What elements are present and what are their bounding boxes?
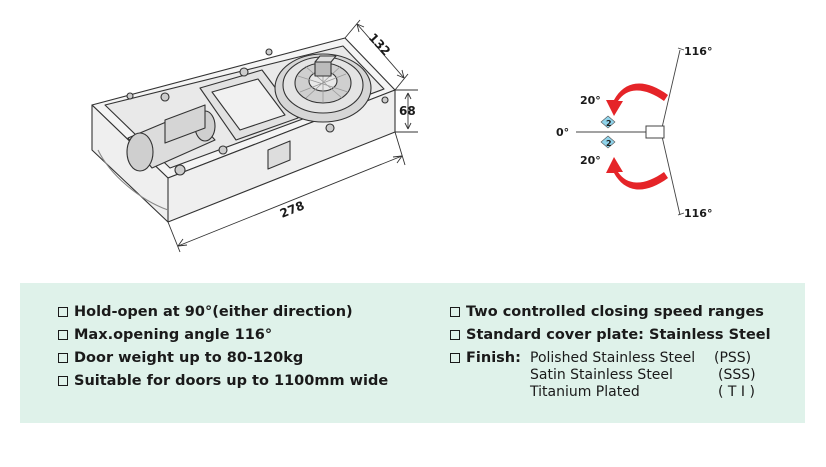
spec-left-1: Hold-open at 90°(either direction)	[58, 303, 353, 321]
dimension-lines	[167, 19, 418, 253]
finish-option-name-3: Titanium Plated	[530, 384, 640, 400]
dimension-length-label: 278	[278, 198, 306, 220]
checkbox-icon	[58, 376, 68, 386]
pivot-block	[645, 125, 665, 139]
lower-closing-arrow	[606, 157, 668, 190]
checkbox-icon	[450, 330, 460, 340]
technical-drawing: 278 132 68 2 2 116° 20° 0° 20° 116°	[91, 19, 712, 253]
spec-finish: Finish:	[450, 349, 521, 367]
dimension-width-label: 132	[366, 30, 393, 58]
angle-label-upper-hold: 20°	[580, 94, 601, 107]
spec-right-2: Standard cover plate: Stainless Steel	[450, 326, 771, 344]
angle-label-zero: 0°	[556, 126, 569, 139]
spec-right-1: Two controlled closing speed ranges	[450, 303, 764, 321]
spec-left-3: Door weight up to 80-120kg	[58, 349, 303, 367]
checkbox-icon	[58, 330, 68, 340]
finish-option-code-2: (SSS)	[718, 367, 756, 383]
finish-option-name-2: Satin Stainless Steel	[530, 367, 673, 383]
spec-left-2: Max.opening angle 116°	[58, 326, 272, 344]
speed-badge-lower	[600, 135, 616, 149]
speed-badge-upper-label: 2	[606, 119, 612, 128]
door-line-bottom	[660, 131, 681, 216]
finish-label: Finish:	[466, 350, 521, 366]
dimension-height-label: 68	[399, 104, 416, 118]
spec-panel: Hold-open at 90°(either direction) Max.o…	[20, 283, 805, 423]
checkbox-icon	[58, 353, 68, 363]
angle-label-bottom-max: 116°	[684, 207, 712, 220]
checkbox-icon	[58, 307, 68, 317]
angle-diagram	[576, 47, 685, 216]
door-line-top	[660, 49, 681, 133]
upper-closing-arrow	[606, 83, 668, 116]
angle-label-top-max: 116°	[684, 45, 712, 58]
finish-option-code-3: ( T I )	[718, 384, 755, 400]
finish-option-name-1: Polished Stainless Steel	[530, 350, 696, 366]
checkbox-icon	[450, 353, 460, 363]
speed-badge-lower-label: 2	[606, 139, 612, 148]
finish-option-code-1: (PSS)	[714, 350, 752, 366]
speed-badge-upper	[600, 115, 616, 129]
spec-left-4: Suitable for doors up to 1100mm wide	[58, 372, 388, 390]
angle-label-lower-hold: 20°	[580, 154, 601, 167]
checkbox-icon	[450, 307, 460, 317]
floor-spring-illustration	[91, 37, 396, 223]
